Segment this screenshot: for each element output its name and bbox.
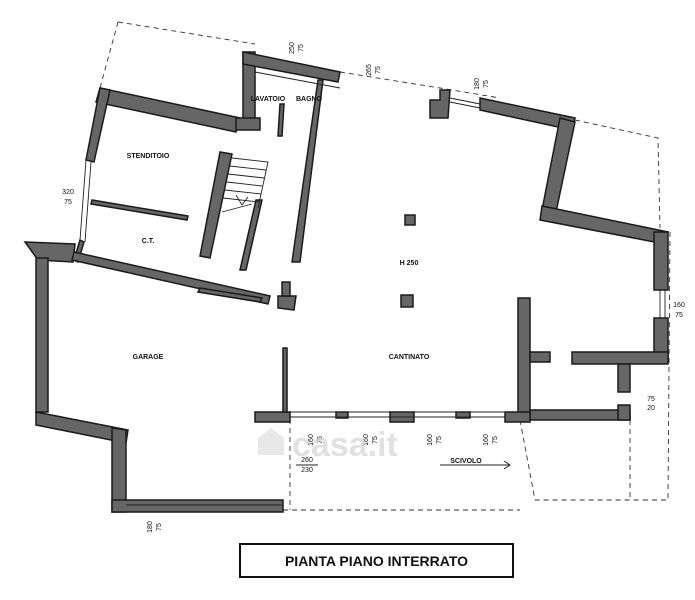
dim-180: 180 — [147, 521, 154, 533]
dim-320: 320 — [62, 189, 74, 196]
dim-75: 75 — [492, 436, 499, 444]
scivolo-arrow — [440, 460, 511, 470]
label-lavatoio: LAVATOIO — [251, 96, 286, 103]
label-bagno: BAGNO — [296, 96, 323, 103]
dim-265: 265 — [366, 64, 373, 76]
dim-75: 75 — [156, 523, 163, 531]
dim-230: 230 — [301, 467, 313, 474]
label-ct: C.T. — [142, 238, 155, 245]
dim-260: 260 — [301, 457, 313, 464]
dim-75: 75 — [298, 44, 305, 52]
dimension-labels: 250 75 265 75 180 75 320 75 160 75 75 20… — [62, 42, 685, 533]
dim-20: 20 — [647, 405, 655, 412]
dim-75: 75 — [64, 199, 72, 206]
watermark-text: casa.it — [292, 426, 398, 464]
dim-160: 160 — [483, 434, 490, 446]
label-scivolo: SCIVOLO — [450, 458, 482, 465]
dim-180: 180 — [474, 78, 481, 90]
dim-75: 75 — [372, 436, 379, 444]
label-garage: GARAGE — [133, 354, 164, 361]
dim-160: 160 — [673, 302, 685, 309]
staircase — [221, 157, 269, 213]
openings — [79, 71, 666, 506]
dim-75: 75 — [317, 436, 324, 444]
label-cantinato: CANTINATO — [389, 354, 430, 361]
dim-160: 160 — [308, 434, 315, 446]
dim-75: 75 — [647, 396, 655, 403]
watermark: casa.it — [258, 426, 398, 464]
partitions — [90, 79, 416, 413]
dim-160: 160 — [363, 434, 370, 446]
dim-75: 75 — [436, 436, 443, 444]
dim-250: 250 — [289, 42, 296, 54]
dim-75: 75 — [375, 66, 382, 74]
label-h250: H 250 — [400, 260, 419, 267]
room-labels: LAVATOIO BAGNO STENDITOIO C.T. H 250 GAR… — [127, 96, 511, 470]
dim-160: 160 — [427, 434, 434, 446]
plan-title: PIANTA PIANO INTERRATO — [239, 543, 514, 578]
dim-75: 75 — [675, 312, 683, 319]
dim-75: 75 — [483, 80, 490, 88]
label-stenditoio: STENDITOIO — [127, 153, 170, 160]
